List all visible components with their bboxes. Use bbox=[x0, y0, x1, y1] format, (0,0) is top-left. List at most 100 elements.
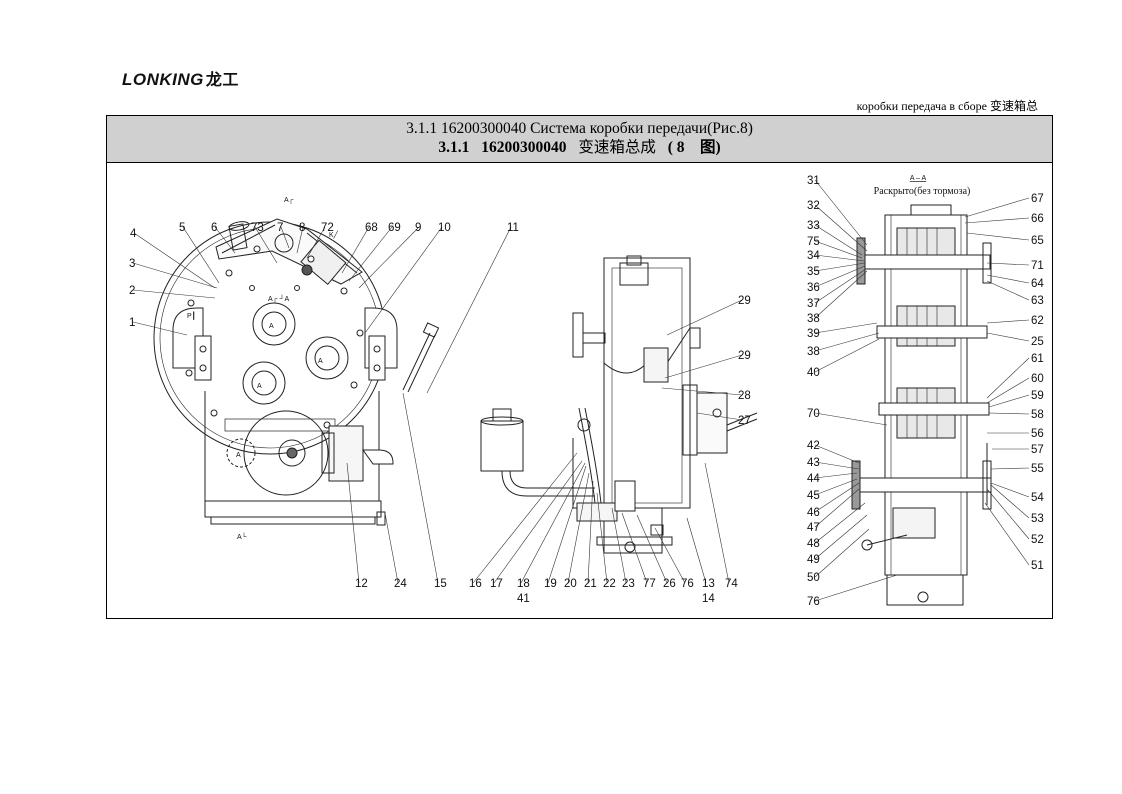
title-band: 3.1.1 16200300040 Система коробки переда… bbox=[107, 116, 1052, 163]
callout-number: 38 bbox=[807, 346, 820, 358]
callout-number: 65 bbox=[1031, 235, 1044, 247]
leader-line bbox=[814, 472, 858, 479]
technical-drawing: A┌ A└ P┃ K╱ A┌ ┘A A A A A A – A Раскрыто… bbox=[107, 163, 1052, 618]
leader-line bbox=[986, 332, 1030, 342]
callout-number: 21 bbox=[584, 578, 597, 590]
callout-number: 62 bbox=[1031, 315, 1044, 327]
callout-number: 24 bbox=[394, 578, 407, 590]
callout-number: 6 bbox=[211, 222, 217, 234]
callout-number: 40 bbox=[807, 367, 820, 379]
leader-line bbox=[587, 480, 594, 584]
title-cn-name: 变速箱总成 bbox=[578, 139, 656, 156]
leader-line bbox=[814, 338, 880, 373]
leader-line bbox=[986, 357, 1030, 399]
leader-line bbox=[814, 254, 865, 262]
callout-number: 66 bbox=[1031, 213, 1044, 225]
callout-number: 42 bbox=[807, 440, 820, 452]
callout-number: 29 bbox=[738, 295, 751, 307]
view-mark-a-bottom: A└ bbox=[237, 532, 247, 541]
callout-number: 36 bbox=[807, 282, 820, 294]
leader-line bbox=[814, 332, 880, 352]
callout-number: 8 bbox=[299, 222, 305, 234]
callout-number: 76 bbox=[681, 578, 694, 590]
callout-number: 51 bbox=[1031, 560, 1044, 572]
callout-number: 12 bbox=[355, 578, 368, 590]
leader-line bbox=[664, 354, 743, 379]
leader-line bbox=[988, 394, 1030, 408]
leader-line bbox=[814, 322, 878, 334]
callout-number: 49 bbox=[807, 554, 820, 566]
leader-line bbox=[132, 321, 188, 336]
callout-number: 41 bbox=[517, 593, 530, 605]
callout-number: 33 bbox=[807, 220, 820, 232]
section-label: A – A bbox=[910, 175, 927, 182]
logo-cn: 龙工 bbox=[205, 72, 239, 89]
leader-line bbox=[966, 232, 1030, 241]
leader-line bbox=[666, 299, 743, 336]
callout-number: 25 bbox=[1031, 336, 1044, 348]
callout-number: 39 bbox=[807, 328, 820, 340]
leader-line bbox=[986, 262, 1030, 266]
view-mark-a3: A bbox=[257, 383, 262, 390]
callout-number: 63 bbox=[1031, 295, 1044, 307]
callout-number: 64 bbox=[1031, 278, 1044, 290]
callout-number: 18 bbox=[517, 578, 530, 590]
leader-line bbox=[402, 392, 439, 584]
leader-line bbox=[986, 280, 1030, 301]
callout-number: 35 bbox=[807, 266, 820, 278]
callout-number: 76 bbox=[807, 596, 820, 608]
leader-line bbox=[988, 412, 1030, 415]
callout-number: 46 bbox=[807, 507, 820, 519]
callout-number: 45 bbox=[807, 490, 820, 502]
leader-line bbox=[306, 226, 326, 259]
callout-number: 1 bbox=[129, 317, 135, 329]
callout-number: 28 bbox=[738, 390, 751, 402]
leader-line bbox=[654, 527, 686, 584]
leader-line bbox=[661, 387, 743, 396]
callout-number: 10 bbox=[438, 222, 451, 234]
callout-number: 43 bbox=[807, 457, 820, 469]
callout-number: 14 bbox=[702, 593, 715, 605]
callout-number: 71 bbox=[1031, 260, 1044, 272]
leader-line bbox=[986, 488, 1030, 540]
callout-number: 75 bbox=[807, 236, 820, 248]
callout-number: 73 bbox=[251, 222, 264, 234]
title-cn-fig: ( 8 图) bbox=[667, 139, 721, 156]
callout-number: 22 bbox=[603, 578, 616, 590]
leader-line bbox=[964, 197, 1030, 218]
callout-number: 55 bbox=[1031, 463, 1044, 475]
callout-number: 69 bbox=[388, 222, 401, 234]
leader-line bbox=[132, 262, 218, 289]
leader-line bbox=[254, 226, 278, 264]
drawing-canvas: A┌ A└ P┃ K╱ A┌ ┘A A A A A A – A Раскрыто… bbox=[129, 175, 1044, 608]
leader-line bbox=[364, 226, 443, 334]
callout-number: 23 bbox=[622, 578, 635, 590]
section-note: Раскрыто(без тормоза) bbox=[874, 186, 971, 197]
view-mark-k: K╱ bbox=[329, 230, 339, 239]
leader-line bbox=[348, 226, 393, 282]
leader-line bbox=[814, 574, 898, 602]
leader-line bbox=[814, 488, 860, 528]
view-mark-a1: A bbox=[269, 323, 274, 330]
leader-line bbox=[814, 268, 867, 304]
leader-line bbox=[611, 507, 627, 584]
leader-line bbox=[814, 270, 868, 319]
leader-line bbox=[472, 452, 578, 584]
leader-line bbox=[621, 512, 648, 584]
callout-number: 2 bbox=[129, 285, 135, 297]
callout-number: 26 bbox=[663, 578, 676, 590]
callout-number: 16 bbox=[469, 578, 482, 590]
leader-line bbox=[986, 319, 1030, 324]
logo-latin: LONKING bbox=[122, 70, 204, 89]
leader-line bbox=[214, 226, 236, 254]
leader-line bbox=[426, 226, 512, 394]
callout-number: 38 bbox=[807, 313, 820, 325]
callout-number: 56 bbox=[1031, 428, 1044, 440]
title-chinese: 3.1.1 16200300040 变速箱总成 ( 8 图) bbox=[107, 138, 1052, 158]
leader-line bbox=[814, 528, 870, 578]
title-cn-code: 16200300040 bbox=[481, 139, 567, 156]
leader-line bbox=[567, 472, 590, 584]
leader-line bbox=[814, 514, 868, 560]
